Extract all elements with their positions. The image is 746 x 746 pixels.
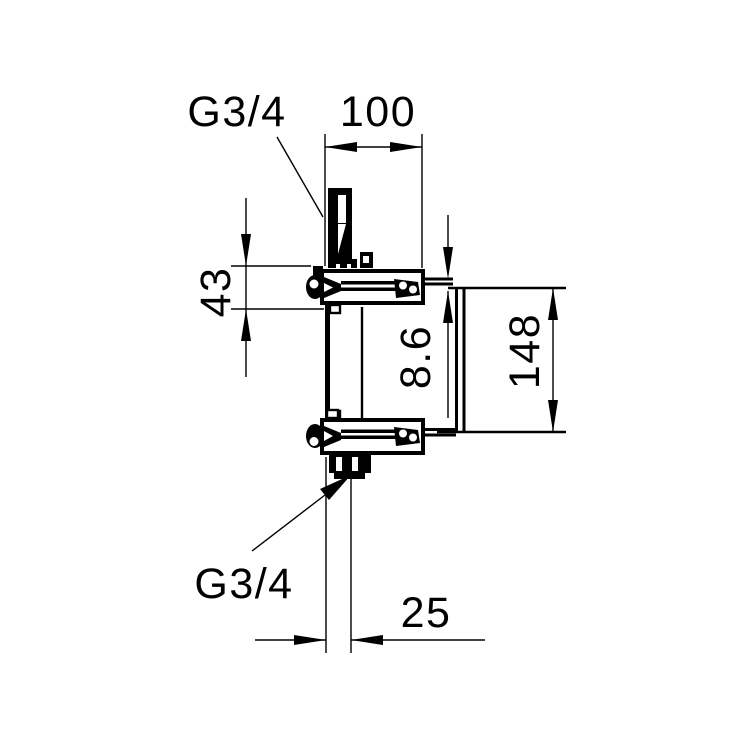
lower-body-top-lug [325, 408, 340, 420]
thread-label-top: G3/4 [187, 88, 324, 218]
leader-arrowhead [320, 475, 351, 500]
upper-spindle-shaft [341, 287, 403, 291]
tooth-notch [363, 256, 369, 263]
thread-label-top-text: G3/4 [187, 88, 286, 136]
column-top-lug [328, 303, 342, 315]
dimension-label-148: 148 [501, 313, 549, 389]
lower-valve-assembly [306, 408, 456, 479]
nut-body [329, 455, 371, 473]
arrowhead-up [548, 288, 558, 320]
lower-outlet-stub [425, 433, 456, 437]
thread-label-bottom-text: G3/4 [194, 560, 293, 608]
dimension-label-43: 43 [192, 267, 240, 318]
lower-seat-port [399, 429, 407, 438]
dimension-25: 25 [255, 457, 485, 653]
nut-facet [336, 457, 342, 471]
lower-spindle-shaft [341, 435, 403, 439]
upper-outlet-stub [425, 277, 453, 281]
lower-hex-nut [329, 455, 371, 479]
upper-spindle-notch [324, 283, 333, 292]
dimension-label-100: 100 [340, 88, 416, 136]
upper-outlet-stub [425, 282, 453, 286]
arrowhead-down [548, 400, 558, 432]
tooth [340, 259, 347, 268]
dimension-100: 100 [324, 88, 423, 268]
arrowhead-left [325, 142, 357, 152]
upper-thread-teeth [328, 252, 373, 268]
dimension-148: 148 [437, 286, 566, 434]
arrowhead-up [443, 291, 453, 323]
leader-line [251, 494, 326, 552]
lower-spindle-notch [324, 431, 333, 441]
dimension-8-6: 8.6 [392, 215, 453, 418]
tooth [351, 259, 357, 268]
nut-collar [334, 473, 365, 479]
upper-valve-assembly [306, 188, 453, 305]
wall-rail-profile [455, 288, 466, 432]
arrowhead-right [294, 635, 326, 645]
lower-spindle-head [324, 426, 341, 447]
pipe-chamfer [338, 224, 346, 254]
tooth [328, 254, 336, 268]
lower-outlet-stub [425, 428, 456, 431]
upper-spindle-hole [309, 279, 319, 289]
upper-seat-port [409, 285, 417, 294]
upper-inlet-pipe [328, 188, 352, 264]
arrowhead-right [390, 142, 422, 152]
lower-spindle-shaft [341, 429, 403, 433]
upper-seat-port [399, 281, 407, 290]
pipe-bore [338, 195, 346, 223]
arrowhead-left [351, 635, 383, 645]
upper-body-corner-lug [313, 266, 323, 278]
arrowhead-down [241, 234, 251, 266]
arrowhead-down [443, 247, 453, 279]
dimension-label-8-6: 8.6 [392, 325, 440, 389]
upper-spindle-shaft [341, 281, 403, 285]
lower-spindle-hole [309, 437, 319, 446]
dimension-label-25: 25 [401, 589, 452, 637]
arrowhead-up [241, 309, 251, 341]
lower-seat-port [409, 433, 417, 442]
thread-label-bottom: G3/4 [194, 475, 351, 608]
column-left-edge [325, 303, 330, 420]
dimension-43: 43 [192, 198, 324, 377]
nut-facet [352, 457, 358, 471]
leader-line [276, 136, 324, 218]
